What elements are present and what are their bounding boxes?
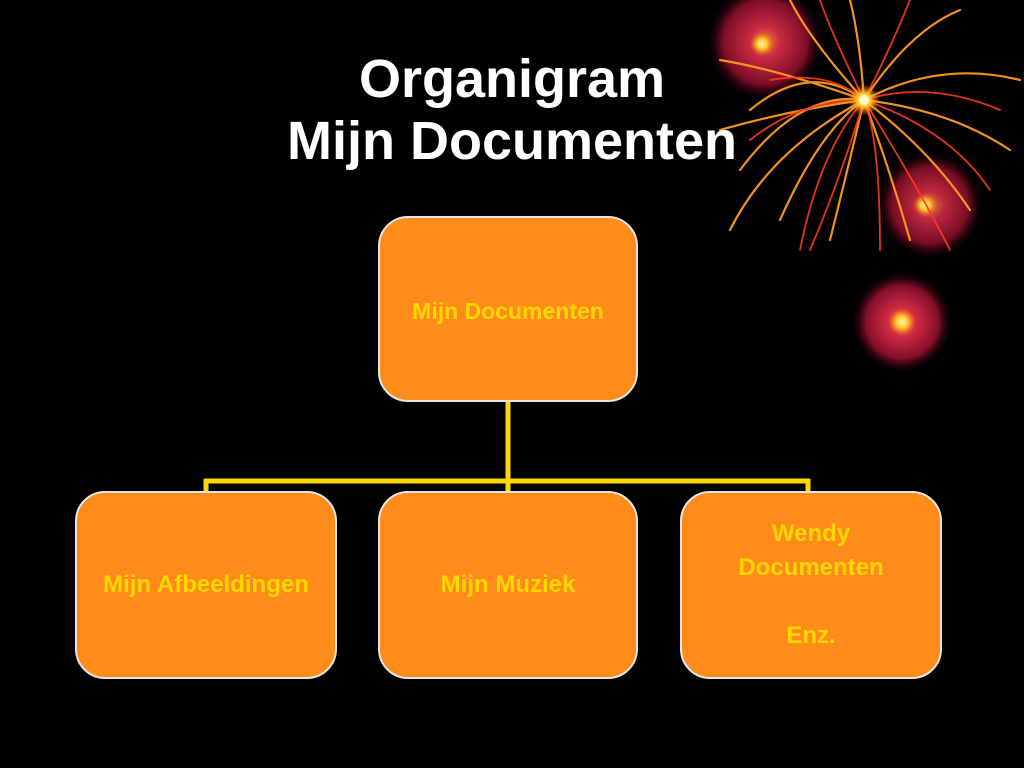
org-node-afbeeldingen: Mijn Afbeeldingen xyxy=(75,491,337,679)
org-node-root: Mijn Documenten xyxy=(378,216,638,402)
org-node-label: Mijn Afbeeldingen xyxy=(103,571,309,598)
slide-title: Organigram Mijn Documenten xyxy=(0,48,1024,172)
org-node-label: Mijn Documenten xyxy=(412,298,604,324)
org-node-wendy-documenten: Wendy Documenten Enz. xyxy=(680,491,942,679)
title-line-2: Mijn Documenten xyxy=(286,111,737,171)
title-line-1: Organigram xyxy=(358,49,666,109)
fireworks-decoration xyxy=(705,0,1022,370)
org-node-muziek: Mijn Muziek xyxy=(378,491,638,679)
org-node-label: Mijn Muziek xyxy=(440,571,576,598)
org-node-label-line-1: Wendy xyxy=(771,520,851,547)
org-node-label-line-3: Enz. xyxy=(786,622,836,649)
org-node-label-line-2: Documenten xyxy=(738,554,884,581)
